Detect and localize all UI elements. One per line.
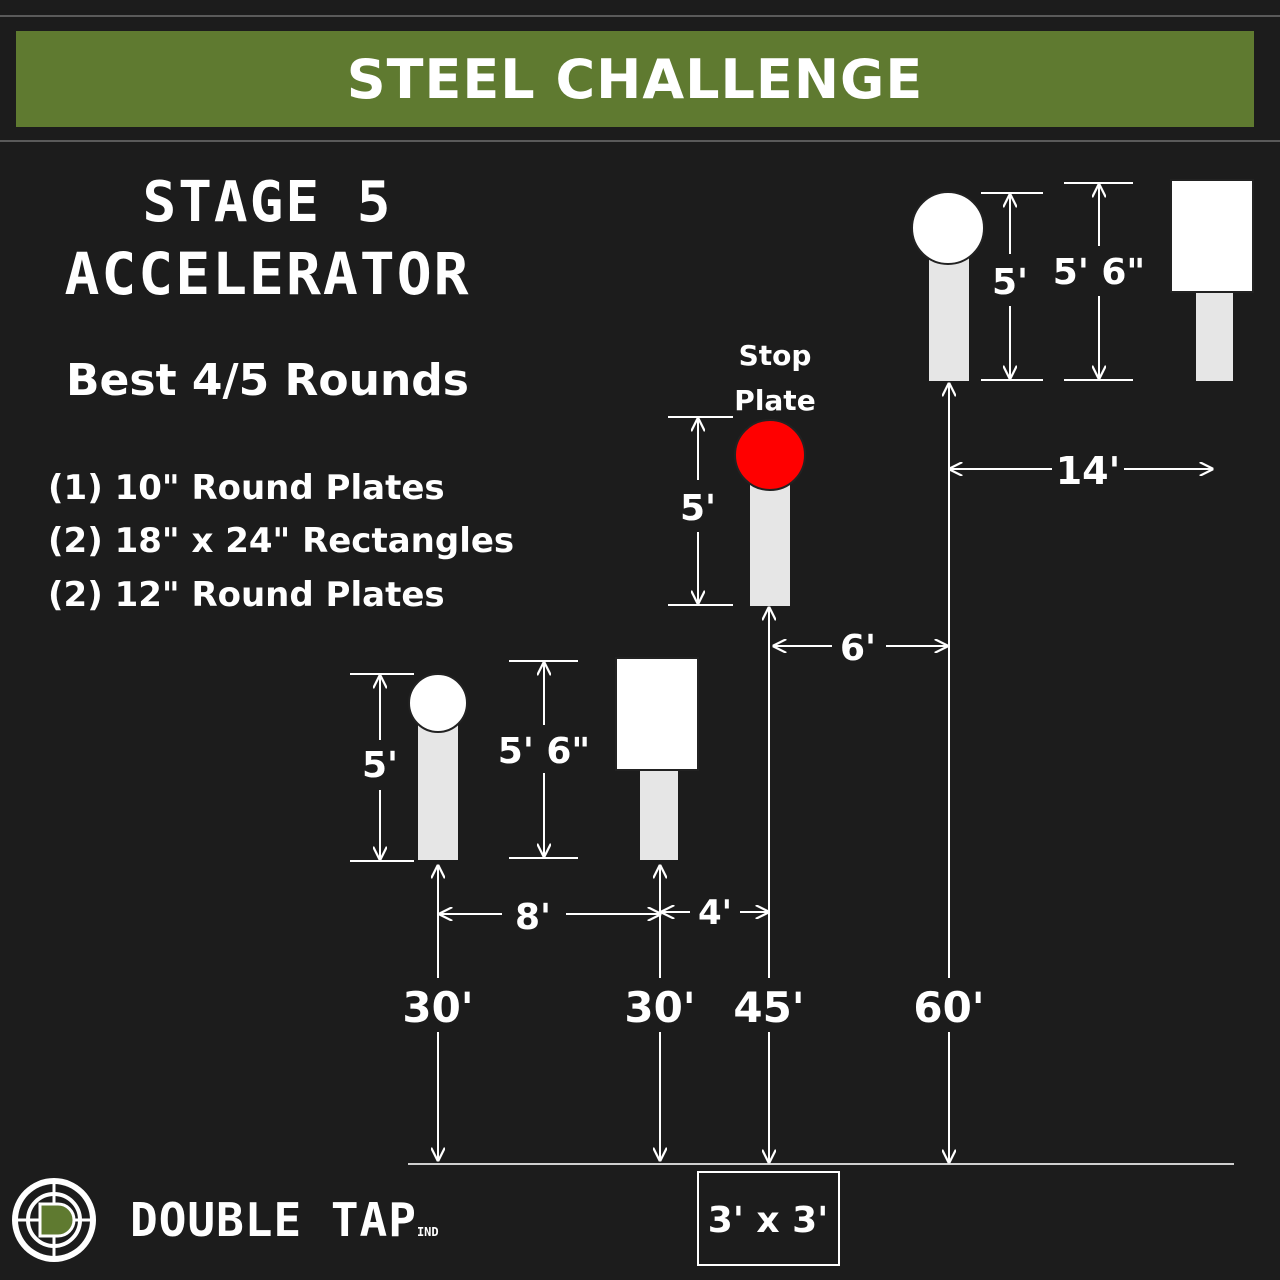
rect-post bbox=[640, 768, 678, 860]
target-item: (1) 10" Round Plates bbox=[48, 468, 445, 508]
brand-suffix: IND bbox=[416, 1225, 439, 1239]
rect-post bbox=[1196, 290, 1233, 381]
stop-post bbox=[750, 480, 790, 606]
stage-name: ACCELERATOR bbox=[64, 240, 471, 308]
height-label: 5' bbox=[680, 488, 716, 529]
spacing-label: 4' bbox=[698, 893, 732, 933]
shooting-box bbox=[697, 1171, 840, 1266]
stop-plate-label: Plate bbox=[734, 384, 815, 417]
spacing-label: 8' bbox=[515, 897, 551, 938]
page-title: STEEL CHALLENGE bbox=[346, 47, 924, 111]
round-plate bbox=[408, 673, 468, 733]
crosshair-logo-icon bbox=[12, 1178, 96, 1262]
target-item: (2) 12" Round Plates bbox=[48, 575, 445, 615]
scoring-rule: Best 4/5 Rounds bbox=[66, 355, 469, 406]
title-banner: STEEL CHALLENGE bbox=[16, 31, 1254, 127]
top-rule bbox=[0, 15, 1280, 17]
shooting-box-label: 3' x 3' bbox=[708, 1200, 828, 1241]
brand-name: DOUBLE TAP bbox=[130, 1193, 417, 1247]
rectangle-target bbox=[1170, 179, 1254, 293]
spacing-label: 6' bbox=[840, 628, 876, 669]
distance-label: 30' bbox=[402, 983, 473, 1032]
target-item: (2) 18" x 24" Rectangles bbox=[48, 521, 515, 561]
stage-number: STAGE 5 bbox=[142, 170, 393, 235]
stop-plate-label: Stop bbox=[739, 339, 812, 372]
distance-label: 45' bbox=[733, 983, 804, 1032]
height-label: 5' bbox=[362, 745, 398, 786]
distance-label: 60' bbox=[913, 983, 984, 1032]
height-label: 5' bbox=[992, 262, 1028, 303]
spacing-label: 14' bbox=[1056, 449, 1121, 493]
plate-post bbox=[418, 720, 458, 860]
height-label: 5' 6" bbox=[498, 731, 590, 772]
rectangle-target bbox=[615, 657, 699, 771]
brand-logo-text: DOUBLE TAPIND bbox=[130, 1193, 439, 1247]
height-label: 5' 6" bbox=[1053, 252, 1145, 293]
distance-label: 30' bbox=[624, 983, 695, 1032]
stop-plate bbox=[734, 419, 806, 491]
round-plate bbox=[911, 191, 985, 265]
banner-rule bbox=[0, 140, 1280, 142]
